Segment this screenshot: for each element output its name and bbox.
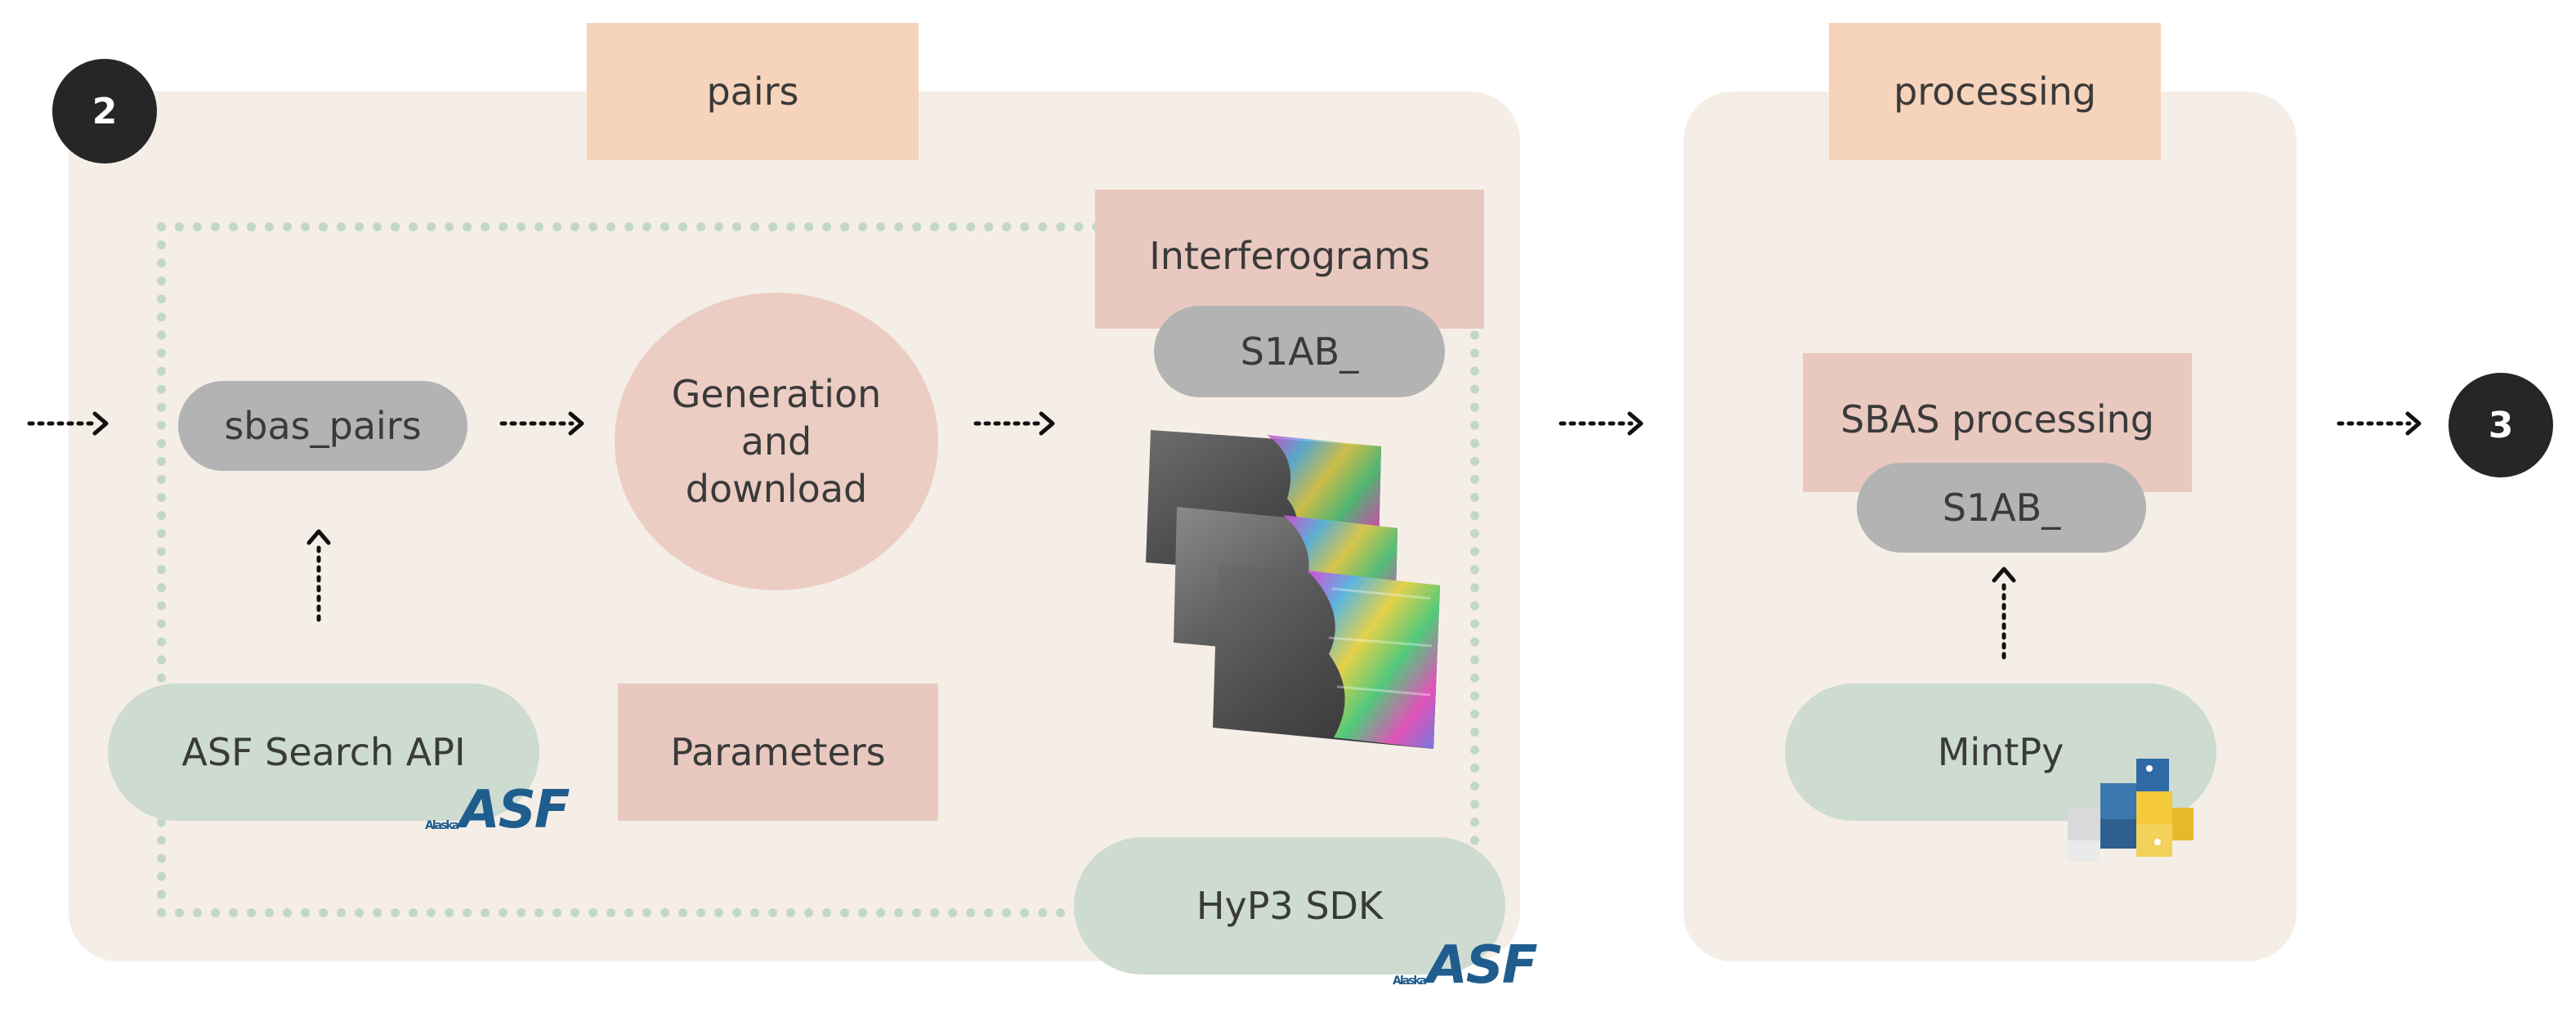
s1ab-pill-processing: S1AB_	[1857, 463, 2146, 553]
asf-logo-small-text: Alaska	[425, 819, 459, 832]
python-logo-icon	[2068, 759, 2194, 862]
hyp3-group-boundary	[157, 222, 1479, 917]
interferograms-label: Interferograms	[1149, 234, 1430, 278]
hyp3-sdk-node: HyP3 SDK	[1074, 837, 1505, 974]
pairs-tab: pairs	[587, 23, 919, 160]
asf-logo-text: ASF	[459, 780, 570, 840]
interferograms-box: Interferograms	[1095, 190, 1484, 329]
s1ab-pill-pairs: S1AB_	[1154, 306, 1445, 397]
processing-tab: processing	[1829, 23, 2161, 160]
parameters-box: Parameters	[618, 683, 938, 821]
generation-download-node: Generation and download	[615, 293, 938, 590]
generation-line-2: and	[740, 419, 812, 464]
generation-line-3: download	[685, 467, 868, 511]
asf-logo-text-2: ASF	[1427, 935, 1537, 996]
step-badge-3: 3	[2449, 373, 2553, 477]
asf-search-api-node: ASF Search API	[108, 683, 539, 821]
sbas-processing-label: SBAS processing	[1840, 397, 2154, 441]
interferogram-stack-image	[1146, 430, 1440, 749]
step-badge-2: 2	[52, 59, 157, 164]
generation-line-1: Generation	[671, 372, 882, 416]
asf-logo-small-text-2: Alaska	[1393, 974, 1427, 988]
sbas-pairs-node: sbas_pairs	[178, 381, 467, 471]
